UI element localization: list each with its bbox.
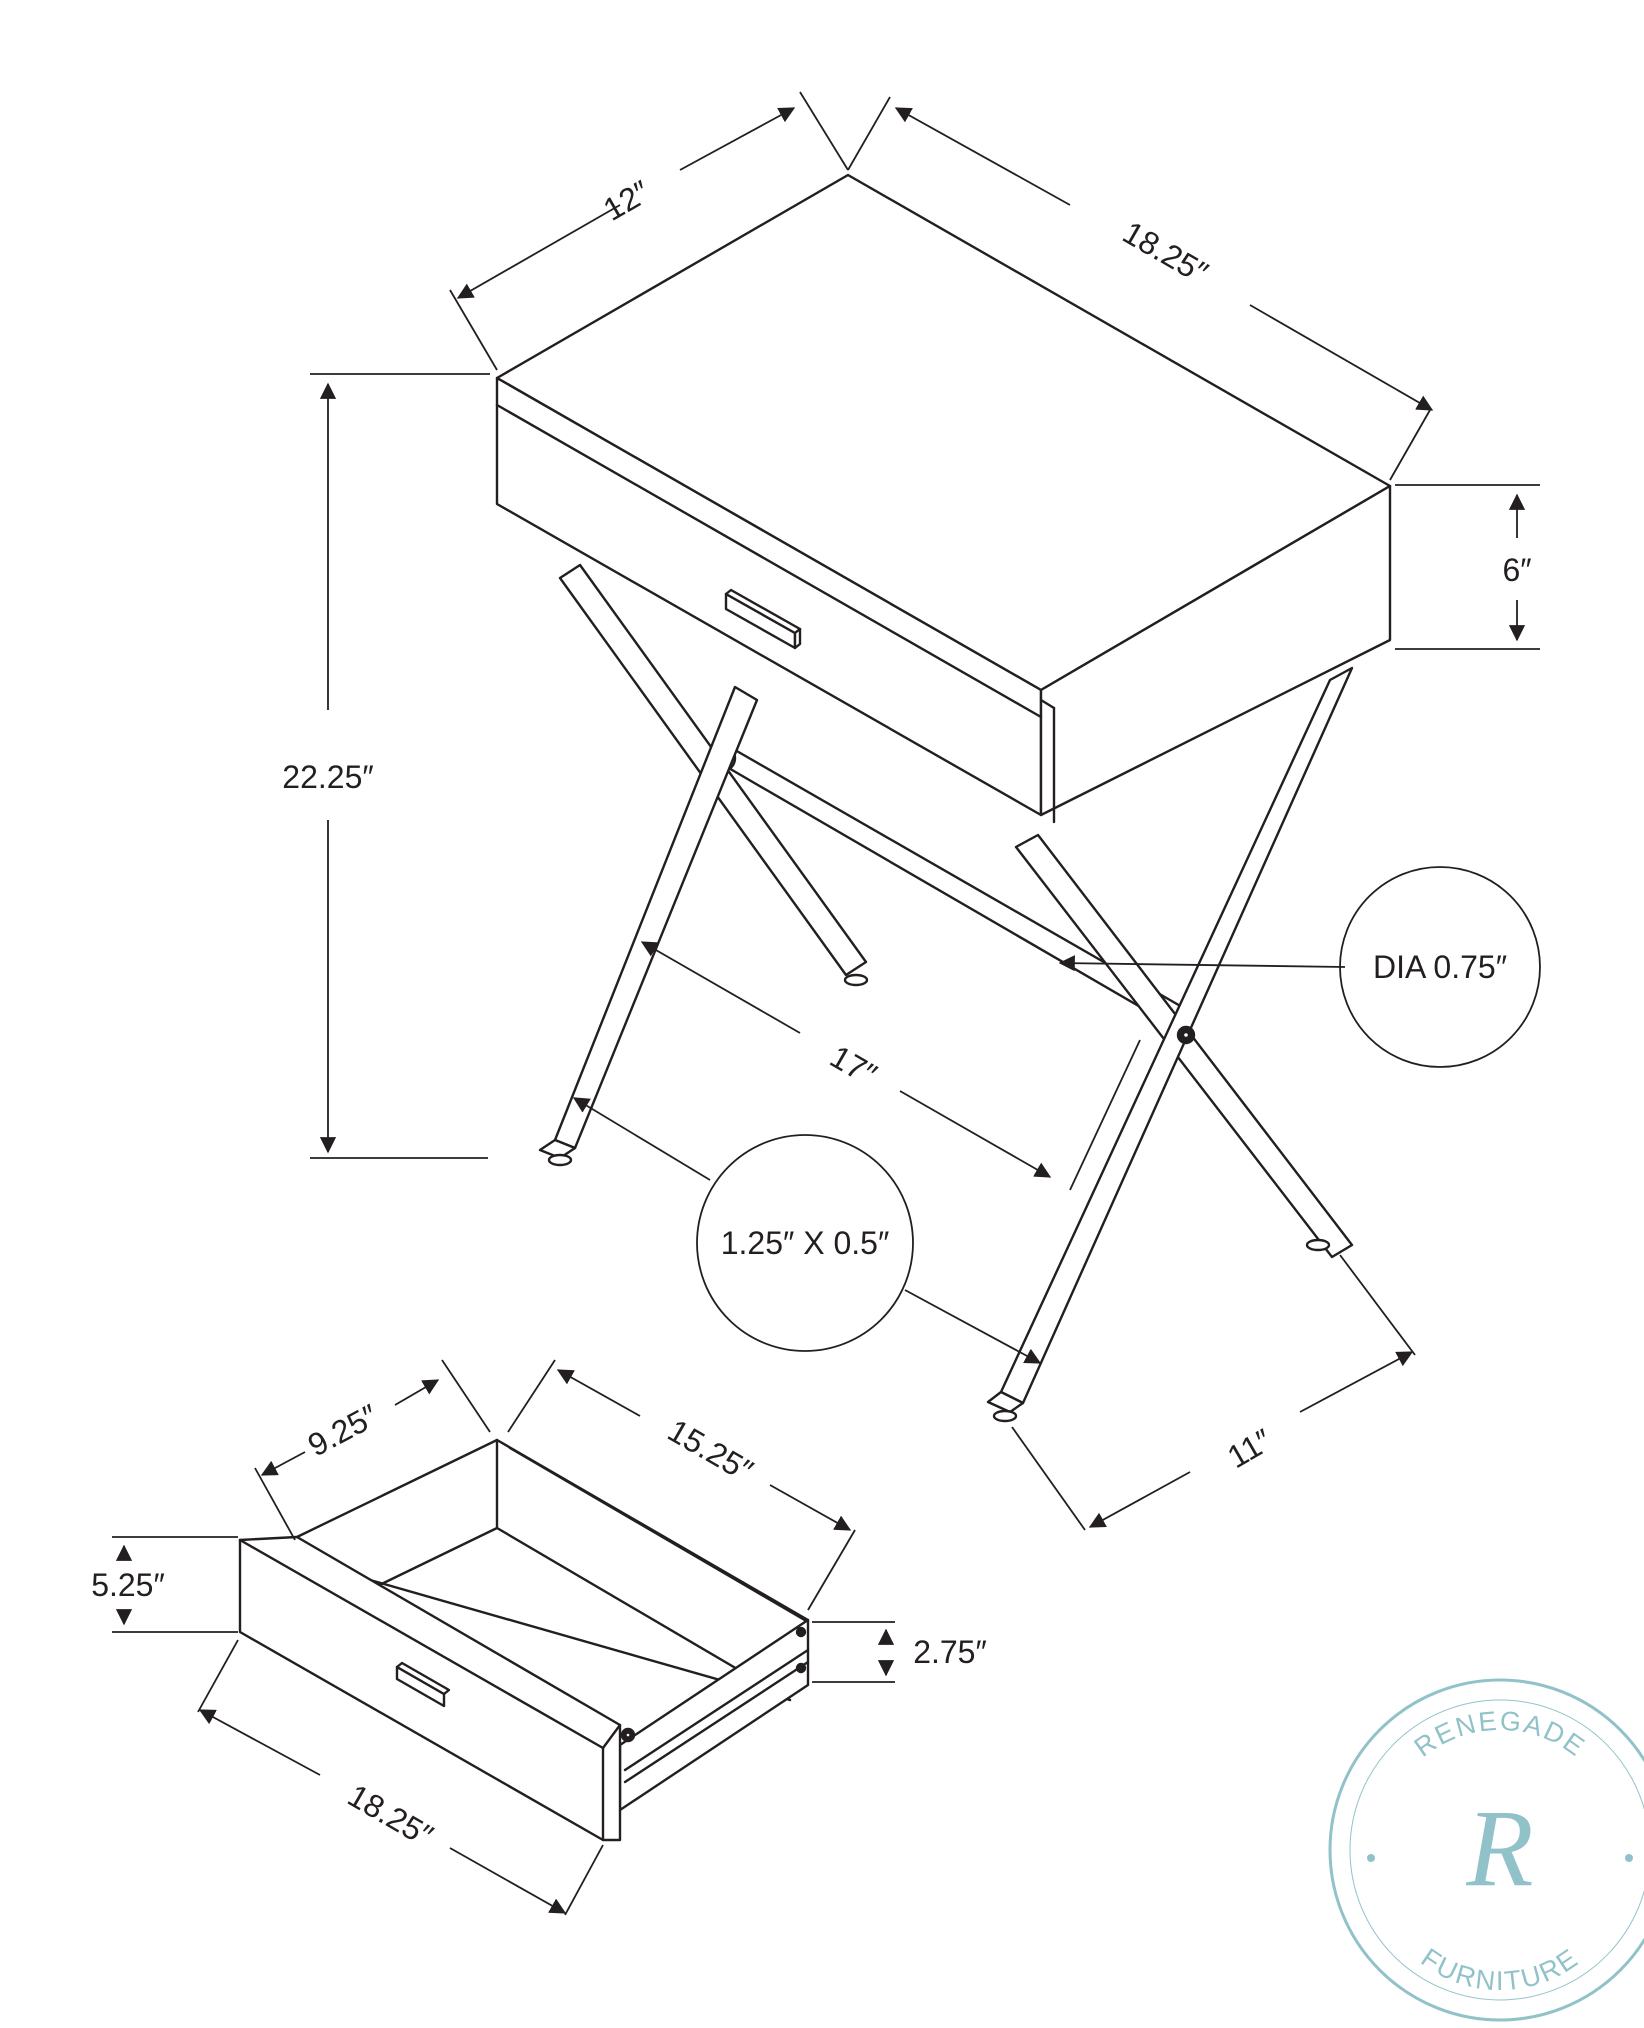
drawer-handle bbox=[724, 588, 802, 650]
drawer-side-rail bbox=[618, 1618, 810, 1812]
right-x-legs bbox=[986, 666, 1354, 1423]
dim-drawer-front-width: 18.25″ bbox=[342, 1777, 439, 1854]
watermark-monogram: R bbox=[1465, 1787, 1533, 1909]
drawer-drawing bbox=[238, 1438, 810, 1842]
dim-leg-span: 17″ bbox=[824, 1038, 883, 1093]
dim-drawer-box-height: 6″ bbox=[1502, 552, 1531, 588]
dim-top-depth: 12″ bbox=[597, 173, 656, 228]
dimension-lines bbox=[112, 91, 1540, 1916]
dim-drawer-depth: 9.25″ bbox=[302, 1397, 384, 1463]
dim-height: 22.25″ bbox=[282, 759, 373, 795]
renegade-furniture-watermark: RENEGADE FURNITURE R bbox=[1328, 1678, 1644, 2022]
dim-base-depth: 11″ bbox=[1221, 1422, 1278, 1475]
dim-top-width: 18.25″ bbox=[1117, 214, 1214, 291]
table-drawing bbox=[495, 173, 1392, 1423]
dim-leg-profile: 1.25″ X 0.5″ bbox=[721, 1225, 890, 1261]
left-x-legs bbox=[538, 563, 869, 1167]
table-side-face bbox=[1039, 484, 1392, 817]
leg-profile-callout-circle bbox=[696, 1134, 914, 1352]
dim-tube-diameter: DIA 0.75″ bbox=[1373, 949, 1507, 985]
diameter-callout-circle bbox=[1339, 866, 1541, 1068]
dim-drawer-front-height: 5.25″ bbox=[91, 1567, 165, 1603]
dim-drawer-length: 15.25″ bbox=[662, 1412, 759, 1489]
dim-drawer-side-height: 2.75″ bbox=[913, 1634, 987, 1670]
